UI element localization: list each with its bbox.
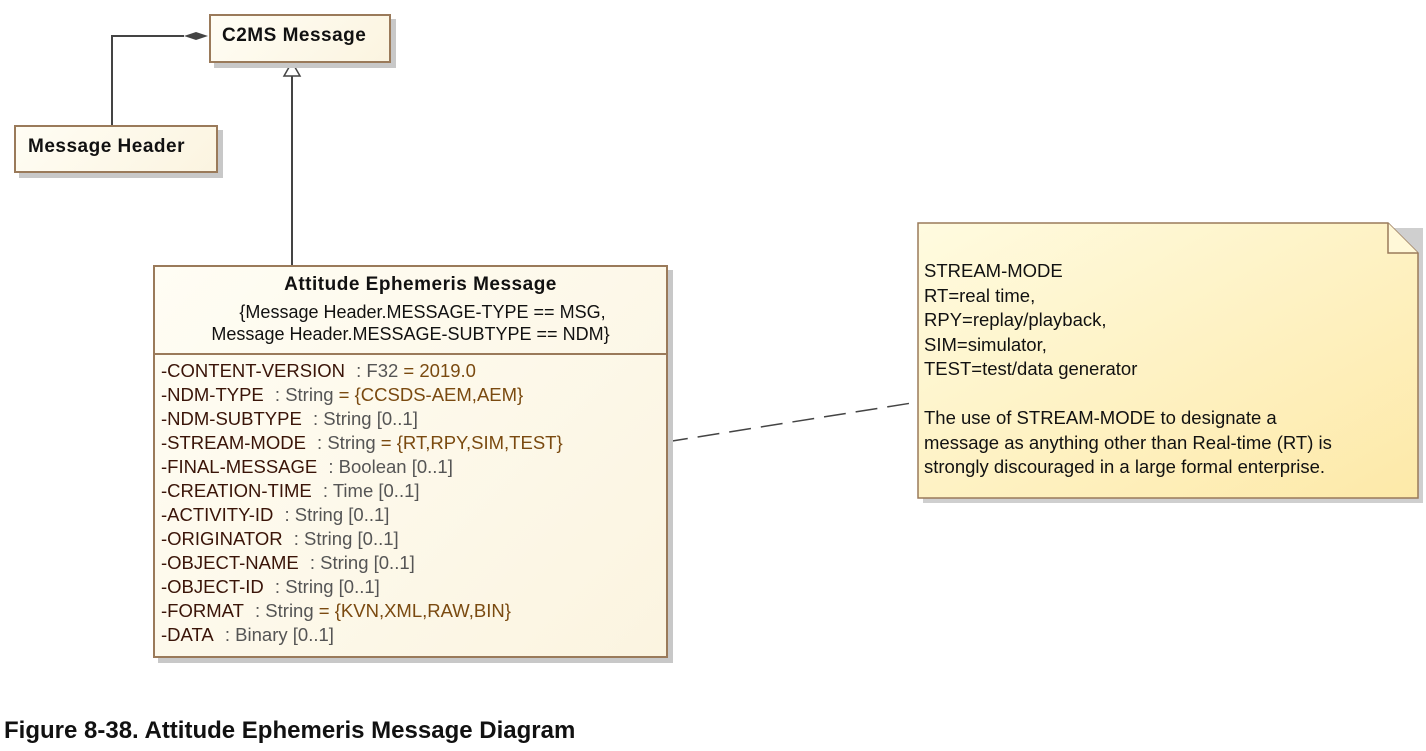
attribute-name: -ACTIVITY-ID xyxy=(161,504,274,525)
attribute-default: = 2019.0 xyxy=(398,360,476,381)
composition-diamond-icon xyxy=(184,32,208,40)
generalization-arrow-icon xyxy=(282,60,302,77)
attribute-row: -FINAL-MESSAGE : Boolean [0..1] xyxy=(161,455,666,479)
attribute-type: : String [0..1] xyxy=(279,504,390,525)
class-c2ms-message[interactable]: C2MS Message xyxy=(209,14,391,63)
note-line: SIM=simulator, xyxy=(924,333,1047,355)
class-header: Attitude Ephemeris Message {Message Head… xyxy=(155,267,666,355)
attribute-name: -CREATION-TIME xyxy=(161,480,312,501)
attribute-type: : String xyxy=(249,600,314,621)
figure-caption: Figure 8-38. Attitude Ephemeris Message … xyxy=(4,717,576,744)
note-line xyxy=(924,382,1332,407)
note-line: strongly discouraged in a large formal e… xyxy=(924,456,1326,477)
note-fold-icon xyxy=(1387,223,1418,254)
note-line: TEST=test/data generator xyxy=(924,358,1138,379)
attribute-type: : String xyxy=(269,384,334,405)
attribute-row: -ORIGINATOR : String [0..1] xyxy=(161,527,666,551)
attribute-row: -CREATION-TIME : Time [0..1] xyxy=(161,479,666,503)
note-shape xyxy=(917,222,1423,503)
attribute-type: : String xyxy=(311,432,376,453)
attribute-name: -STREAM-MODE xyxy=(161,432,306,453)
attribute-name: -CONTENT-VERSION xyxy=(161,360,345,381)
attribute-row: -NDM-TYPE : String = {CCSDS-AEM,AEM} xyxy=(161,383,666,407)
note-anchor-connector xyxy=(665,401,919,443)
attribute-default: = {KVN,XML,RAW,BIN} xyxy=(313,600,511,621)
note-line: The use of STREAM-MODE to designate a xyxy=(924,407,1277,428)
attribute-type: : String [0..1] xyxy=(307,408,418,429)
attribute-type: : String [0..1] xyxy=(304,552,415,573)
attribute-row: -NDM-SUBTYPE : String [0..1] xyxy=(161,407,666,431)
attribute-type: : Time [0..1] xyxy=(317,480,420,501)
note-line: RT=real time, xyxy=(924,284,1036,306)
attribute-default: = {CCSDS-AEM,AEM} xyxy=(333,384,524,405)
note-text: STREAM-MODE RT=real time, RPY=replay/playb… xyxy=(924,259,1332,480)
attribute-name: -OBJECT-ID xyxy=(161,576,264,597)
attribute-default: = {RT,RPY,SIM,TEST} xyxy=(375,432,563,453)
attribute-row: -CONTENT-VERSION : F32 = 2019.0 xyxy=(161,359,666,383)
attribute-name: -NDM-TYPE xyxy=(161,384,264,405)
attribute-row: -STREAM-MODE : String = {RT,RPY,SIM,TEST… xyxy=(161,431,666,455)
class-name: Attitude Ephemeris Message xyxy=(284,274,557,295)
attribute-name: -FINAL-MESSAGE xyxy=(161,456,318,477)
attribute-type: : String [0..1] xyxy=(269,576,380,597)
attribute-name: -OBJECT-NAME xyxy=(161,552,299,573)
class-attitude-ephemeris-message[interactable]: Attitude Ephemeris Message {Message Head… xyxy=(153,265,668,658)
attribute-name: -FORMAT xyxy=(161,600,244,621)
attribute-row: -ACTIVITY-ID : String [0..1] xyxy=(161,503,666,527)
note-line: STREAM-MODE xyxy=(924,260,1063,281)
attribute-type: : Binary [0..1] xyxy=(219,624,334,645)
attribute-row: -OBJECT-NAME : String [0..1] xyxy=(161,551,666,575)
note-stream-mode[interactable]: STREAM-MODE RT=real time, RPY=replay/playb… xyxy=(918,223,1418,499)
class-name: Message Header xyxy=(28,136,185,157)
attribute-row: -OBJECT-ID : String [0..1] xyxy=(161,575,666,599)
attribute-row: -FORMAT : String = {KVN,XML,RAW,BIN} xyxy=(161,599,666,623)
attribute-row: -DATA : Binary [0..1] xyxy=(161,623,666,647)
attribute-type: : F32 xyxy=(350,360,399,381)
composition-connector xyxy=(111,35,184,125)
class-name: C2MS Message xyxy=(222,25,367,46)
attribute-name: -NDM-SUBTYPE xyxy=(161,408,302,429)
constraint-line: Message Header.MESSAGE-SUBTYPE == NDM} xyxy=(211,324,610,344)
class-message-header[interactable]: Message Header xyxy=(14,125,218,173)
attribute-type: : String [0..1] xyxy=(288,528,399,549)
attribute-type: : Boolean [0..1] xyxy=(323,456,453,477)
note-line: message as anything other than Real-time… xyxy=(924,431,1332,453)
constraint-line: {Message Header.MESSAGE-TYPE == MSG, xyxy=(239,302,606,322)
attribute-name: -DATA xyxy=(161,624,214,645)
attribute-list: -CONTENT-VERSION : F32 = 2019.0-NDM-TYPE… xyxy=(155,355,666,647)
note-line: RPY=replay/playback, xyxy=(924,309,1107,330)
attribute-name: -ORIGINATOR xyxy=(161,528,283,549)
